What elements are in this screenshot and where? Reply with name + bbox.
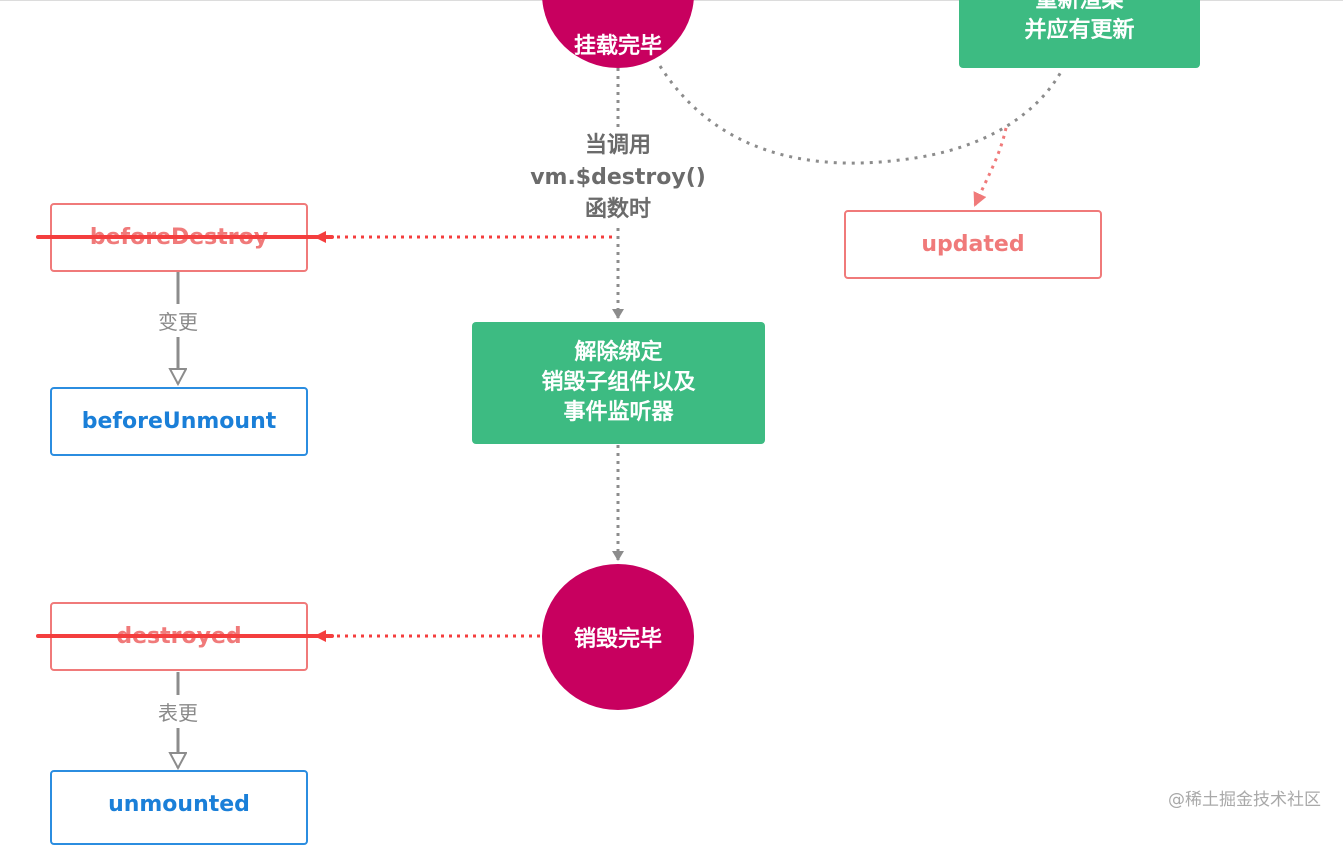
unbind-box: 解除绑定 销毁子组件以及 事件监听器: [472, 322, 765, 444]
mounted-circle-label: 挂载完毕: [573, 34, 662, 59]
before-unmount-box: beforeUnmount: [50, 387, 308, 456]
rerender-line-2: 并应有更新: [1024, 18, 1135, 43]
call-label-line-1: 当调用: [584, 133, 651, 158]
call-label-line-2: vm.$destroy(): [530, 165, 706, 190]
before-unmount-label: beforeUnmount: [81, 409, 277, 434]
unbind-line-3: 事件监听器: [563, 400, 674, 425]
rename-label-1: 变更: [148, 304, 208, 337]
to-updated-line: [973, 127, 1008, 207]
destroyed-circle: 销毁完毕: [542, 564, 694, 710]
watermark: @稀土掘金技术社区: [1168, 790, 1321, 810]
unbind-line-1: 解除绑定: [574, 340, 663, 365]
updated-label: updated: [921, 232, 1025, 257]
rename-label-1-text: 变更: [158, 310, 198, 334]
call-label-line-3: 函数时: [584, 197, 651, 222]
before-destroy-strikethrough: [36, 235, 334, 239]
destroyed-circle-label: 销毁完毕: [573, 627, 662, 652]
update-loop-curve: [658, 65, 1064, 165]
unbind-line-2: 销毁子组件以及: [541, 370, 696, 395]
rerender-box: 重新渲染 并应有更新: [959, 0, 1200, 68]
updated-box: updated: [844, 210, 1102, 279]
destroyed-strikethrough: [36, 634, 334, 638]
rename-label-2: 表更: [148, 695, 208, 728]
unmounted-label: unmounted: [108, 792, 250, 817]
rerender-line-1: 重新渲染: [1035, 0, 1124, 13]
destroy-call-label: 当调用 vm.$destroy() 函数时: [518, 130, 718, 226]
unmounted-box: unmounted: [50, 770, 308, 845]
rename-label-2-text: 表更: [158, 701, 198, 725]
